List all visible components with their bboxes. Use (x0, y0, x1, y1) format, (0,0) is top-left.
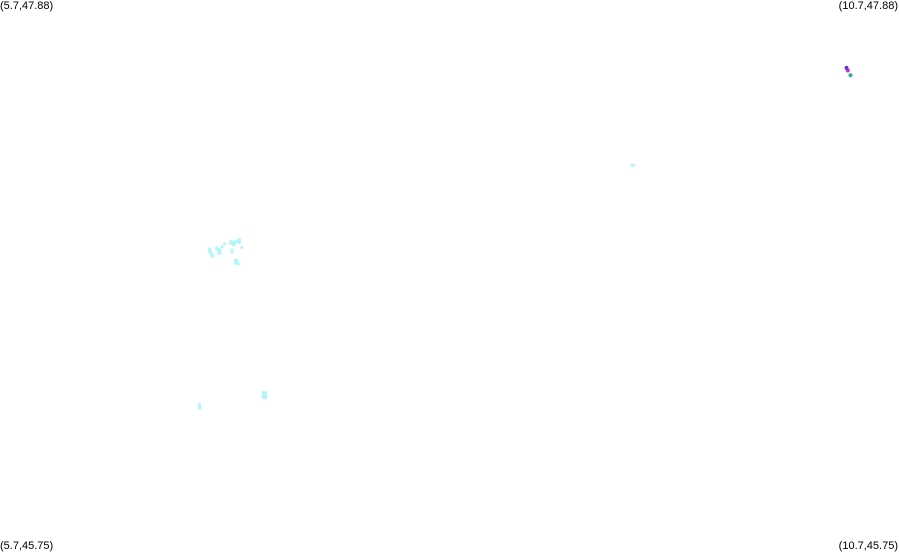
map-feature-fribourg-cluster-7 (223, 242, 227, 246)
map-feature-single-southwest-large (261, 391, 267, 399)
map-feature-fribourg-cluster-10 (234, 240, 238, 244)
map-feature-single-east (630, 163, 636, 167)
marker-layer (844, 65, 853, 78)
map-feature-fribourg-cluster-15 (236, 262, 240, 266)
corner-coordinate-bottom-left: (5.7,45.75) (0, 540, 54, 552)
corner-coordinate-top-left: (5.7,47.88) (0, 0, 54, 12)
map-feature-fribourg-cluster-6 (220, 245, 224, 249)
feature-layer (198, 163, 636, 410)
map-feature-fribourg-cluster-12 (237, 238, 241, 244)
corner-coordinate-top-right: (10.7,47.88) (838, 0, 898, 12)
map-feature-fribourg-cluster-11 (230, 248, 234, 254)
map-feature-fribourg-cluster-13 (240, 245, 244, 249)
map-feature-single-southwest-small (198, 403, 202, 410)
corner-coordinate-bottom-right: (10.7,45.75) (838, 540, 898, 552)
map-feature-fribourg-cluster-3 (211, 254, 215, 258)
map-feature-fribourg-cluster-1 (207, 247, 212, 253)
marker-teal (848, 73, 853, 78)
marker-purple (844, 65, 849, 70)
map-feature-fribourg-cluster-5 (217, 248, 222, 255)
